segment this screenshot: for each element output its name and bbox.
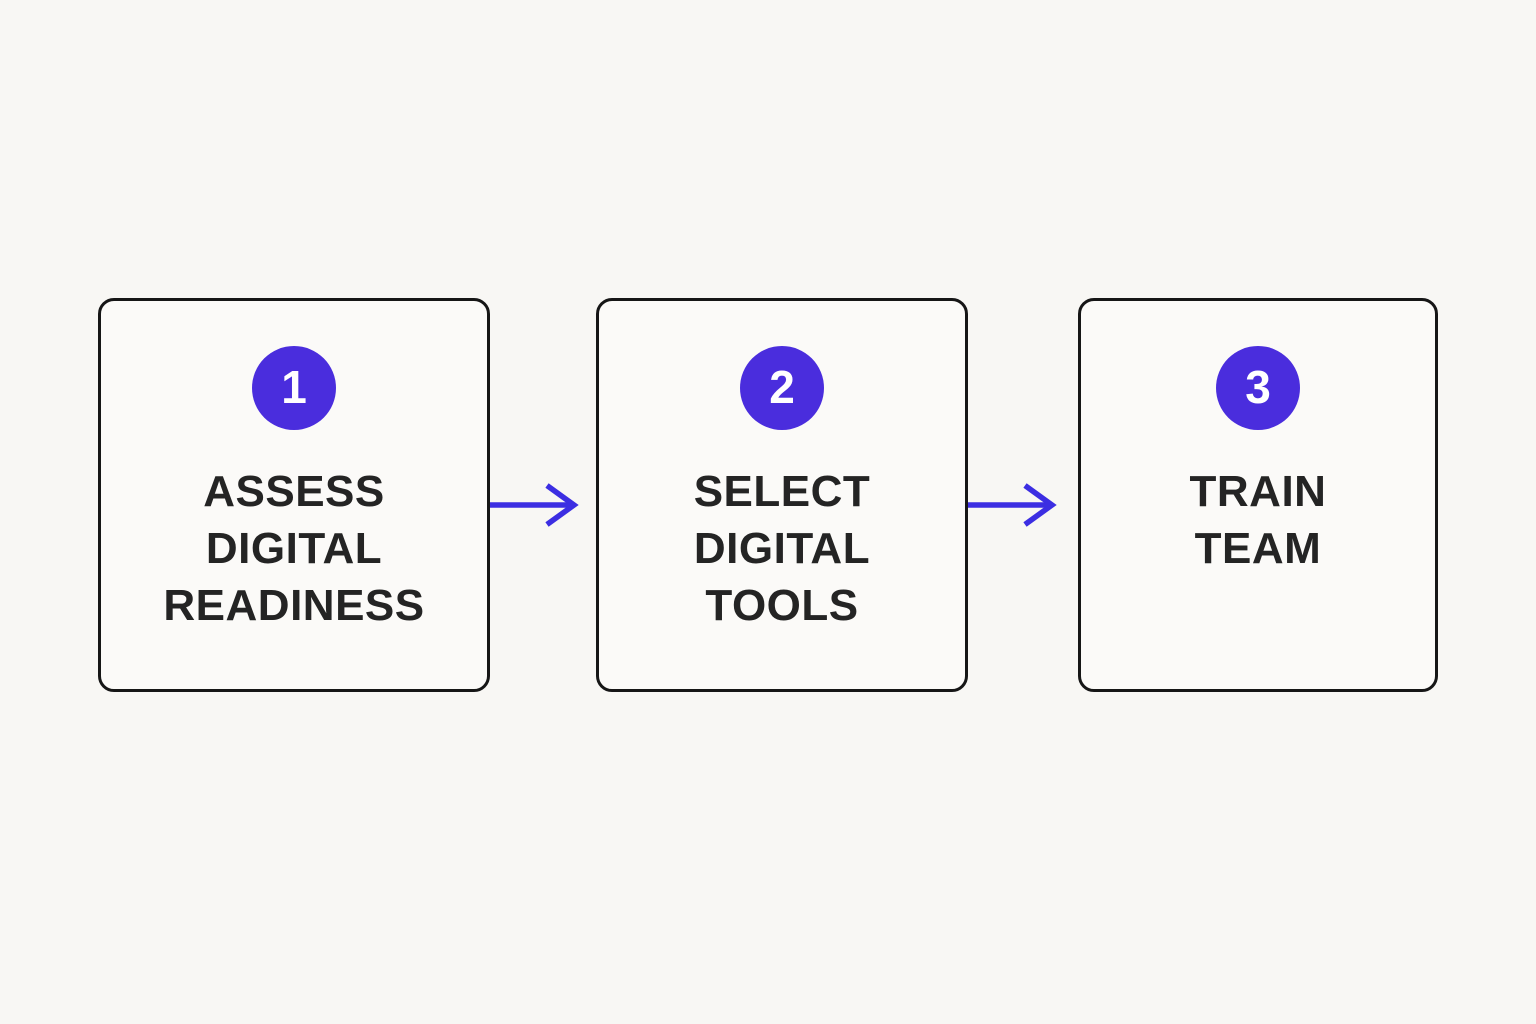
step-3-title: TRAIN TEAM — [1189, 467, 1327, 573]
step-box-train-team: 3 TRAIN TEAM — [1078, 298, 1438, 692]
step-3-number: 3 — [1245, 361, 1271, 413]
step-2-number: 2 — [769, 361, 795, 413]
arrow-right-icon — [488, 477, 580, 533]
step-3-number-badge: 3 — [1216, 346, 1300, 430]
arrow-right-icon — [966, 477, 1058, 533]
step-1-title: ASSESS DIGITAL READINESS — [163, 467, 425, 630]
step-1-number-badge: 1 — [252, 346, 336, 430]
step-2-title: SELECT DIGITAL TOOLS — [693, 467, 871, 630]
step-1-number: 1 — [281, 361, 307, 413]
step-box-assess-digital-readiness: 1 ASSESS DIGITAL READINESS — [98, 298, 490, 692]
step-box-select-digital-tools: 2 SELECT DIGITAL TOOLS — [596, 298, 968, 692]
step-2-number-badge: 2 — [740, 346, 824, 430]
